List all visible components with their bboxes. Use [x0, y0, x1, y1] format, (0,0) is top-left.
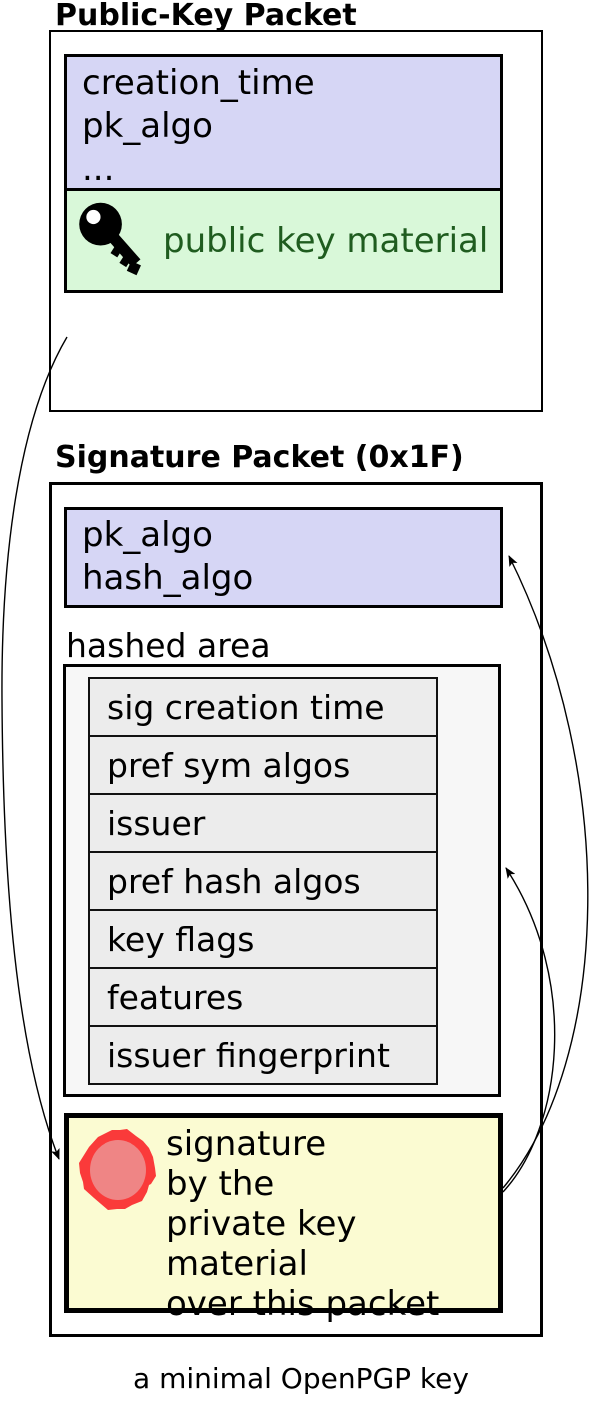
field-hash-algo: hash_algo	[82, 558, 254, 598]
subpacket-issuer-fingerprint: issuer fingerprint	[90, 1027, 436, 1083]
key-icon	[79, 202, 141, 275]
public-key-material-box: public key material	[64, 188, 503, 293]
subpacket-issuer: issuer	[90, 795, 436, 853]
public-key-fields-box: creation_time pk_algo ...	[64, 54, 503, 191]
subpacket-sig-creation-time: sig creation time	[90, 679, 436, 737]
signature-text: signature by the private key material ov…	[166, 1124, 498, 1324]
field-pk-algo: pk_algo	[82, 515, 213, 555]
signature-packet-title: Signature Packet (0x1F)	[55, 440, 464, 475]
hashed-subpacket-list: sig creation time pref sym algos issuer …	[88, 677, 438, 1085]
signature-line: over this packet	[166, 1284, 440, 1324]
subpacket-pref-sym-algos: pref sym algos	[90, 737, 436, 795]
public-key-material-label: public key material	[163, 220, 489, 261]
subpacket-features: features	[90, 969, 436, 1027]
signature-line: private key material	[166, 1204, 357, 1284]
field-ellipsis: ...	[82, 149, 115, 189]
signature-line: signature	[166, 1124, 327, 1164]
subpacket-pref-hash-algos: pref hash algos	[90, 853, 436, 911]
field-pk-algo: pk_algo	[82, 106, 213, 146]
signature-value-box: signature by the private key material ov…	[64, 1113, 503, 1324]
subpacket-key-flags: key flags	[90, 911, 436, 969]
seal-icon	[79, 1129, 156, 1210]
diagram-caption: a minimal OpenPGP key	[133, 1362, 469, 1395]
signature-line: by the	[166, 1164, 275, 1204]
hashed-area-label: hashed area	[66, 626, 271, 665]
public-key-packet-title: Public-Key Packet	[55, 0, 357, 33]
signature-fields-box: pk_algo hash_algo	[64, 507, 503, 608]
field-creation-time: creation_time	[82, 63, 315, 103]
